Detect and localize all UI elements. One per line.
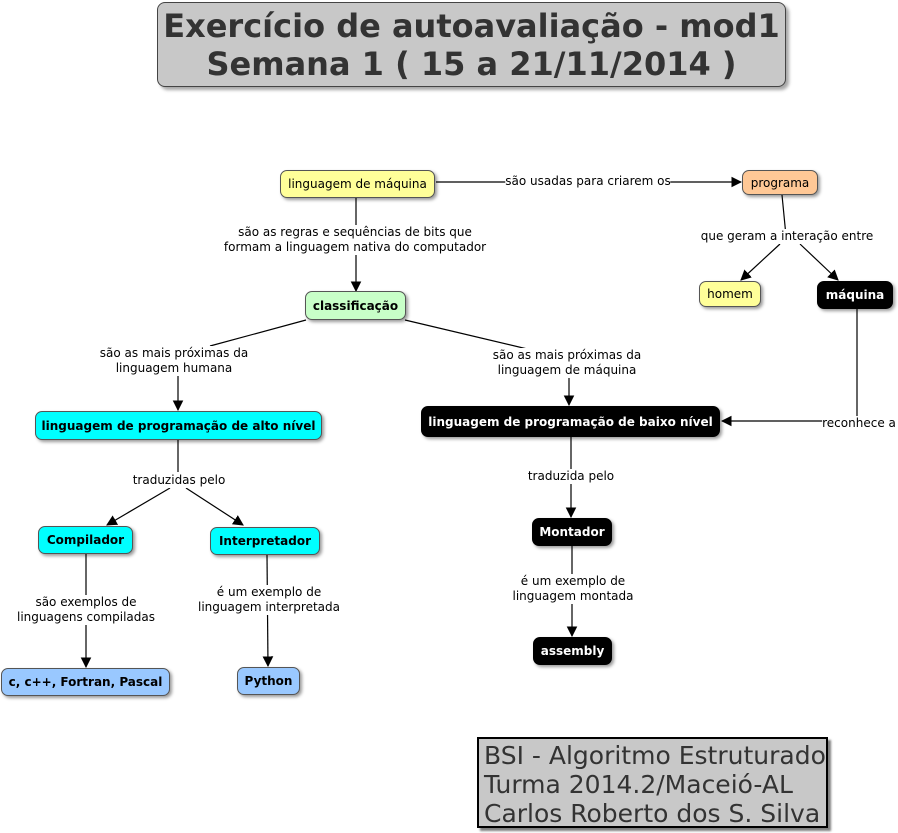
node-assembly: assembly (533, 637, 612, 665)
node-programa: programa (742, 170, 818, 195)
node-compiladas-exemplos: c, c++, Fortran, Pascal (1, 668, 170, 696)
label-interpretada: é um exemplo de linguagem interpretada (197, 585, 341, 615)
label-geram: que geram a interação entre (700, 229, 874, 244)
credit-line-1: BSI - Algoritmo Estruturado (484, 741, 826, 770)
label-reconhece: reconhece a (822, 416, 896, 431)
label-traduzida: traduzida pelo (527, 469, 615, 484)
edge-alto-compilador (106, 487, 171, 526)
edge-class-alto-a (209, 319, 307, 347)
node-classificacao: classificação (305, 291, 406, 320)
edge-class-baixo-a (404, 319, 541, 353)
credit-line-3: Carlos Roberto dos S. Silva (484, 799, 821, 828)
label-traduzidas: traduzidas pelo (132, 473, 226, 488)
edge-maquina-baixo (720, 309, 858, 427)
credit-box: BSI - Algoritmo Estruturado Turma 2014.2… (477, 737, 828, 828)
edge-alto-interpretador (185, 487, 244, 526)
edge-programa-homem (740, 243, 781, 281)
label-humana: são as mais próximas da linguagem humana (99, 346, 249, 376)
node-linguagem-de-maquina: linguagem de máquina (280, 170, 435, 198)
node-python: Python (237, 667, 300, 695)
credit-line-2: Turma 2014.2/Maceió-AL (484, 770, 793, 799)
node-baixo-nivel: linguagem de programação de baixo nível (421, 406, 720, 437)
title-line-1: Exercício de autoavaliação - mod1 (163, 7, 780, 45)
label-regras: são as regras e sequências de bits que f… (223, 225, 487, 255)
label-compiladas: são exemplos de linguagens compiladas (16, 595, 156, 625)
node-maquina: máquina (817, 281, 893, 309)
node-alto-nivel: linguagem de programação de alto nível (35, 411, 322, 440)
node-homem: homem (699, 281, 761, 307)
edge-programa-maquina (799, 243, 839, 281)
node-compilador: Compilador (38, 526, 133, 554)
label-maquina: são as mais próximas da linguagem de máq… (492, 348, 642, 378)
label-sao-usadas: são usadas para criarem os (505, 174, 671, 189)
title-box: Exercício de autoavaliação - mod1 Semana… (157, 2, 786, 87)
title-line-2: Semana 1 ( 15 a 21/11/2014 ) (206, 45, 737, 83)
node-interpretador: Interpretador (210, 527, 320, 555)
node-montador: Montador (532, 518, 612, 546)
label-montada: é um exemplo de linguagem montada (512, 574, 634, 604)
